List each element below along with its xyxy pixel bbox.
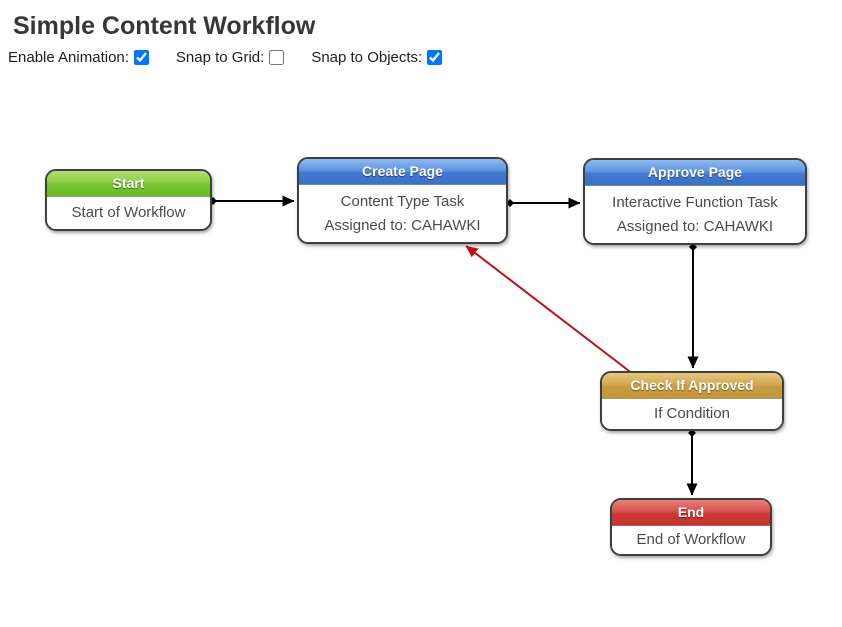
node-text-line: Assigned to: CAHAWKI — [324, 216, 481, 234]
node-header: Approve Page — [585, 160, 805, 186]
controls-row: Enable Animation: Snap to Grid: Snap to Ob… — [0, 41, 842, 66]
node-header: Start — [47, 171, 210, 197]
snap-to-objects-checkbox[interactable] — [427, 50, 443, 65]
page-title: Simple Content Workflow — [13, 12, 316, 40]
node-body: Start of Workflow — [47, 197, 210, 229]
node-text-line: Start of Workflow — [71, 204, 186, 221]
node-text-line: Content Type Task — [340, 192, 465, 210]
control-label: Snap to Objects: — [311, 49, 423, 66]
node-header: End — [612, 500, 770, 526]
node-text-line: Interactive Function Task — [612, 193, 778, 211]
node-body: End of Workflow — [612, 526, 770, 554]
node-text-line: End of Workflow — [636, 531, 746, 548]
node-body: If Condition — [602, 399, 782, 429]
connector-check-to-create-page[interactable] — [465, 245, 634, 375]
control-enable-animation: Enable Animation: — [8, 49, 149, 66]
node-header: Check If Approved — [602, 373, 782, 399]
control-label: Snap to Grid: — [175, 49, 265, 66]
enable-animation-checkbox[interactable] — [133, 50, 149, 65]
workflow-node-check-if-approved[interactable]: Check If Approved If Condition — [600, 371, 784, 431]
control-label: Enable Animation: — [8, 49, 129, 66]
control-snap-to-grid: Snap to Grid: — [175, 49, 285, 66]
node-text-line: Assigned to: CAHAWKI — [616, 217, 774, 235]
control-snap-to-objects: Snap to Objects: — [311, 49, 443, 66]
node-header: Create Page — [299, 159, 506, 185]
node-text-line: If Condition — [654, 405, 730, 422]
snap-to-grid-checkbox[interactable] — [269, 50, 285, 65]
